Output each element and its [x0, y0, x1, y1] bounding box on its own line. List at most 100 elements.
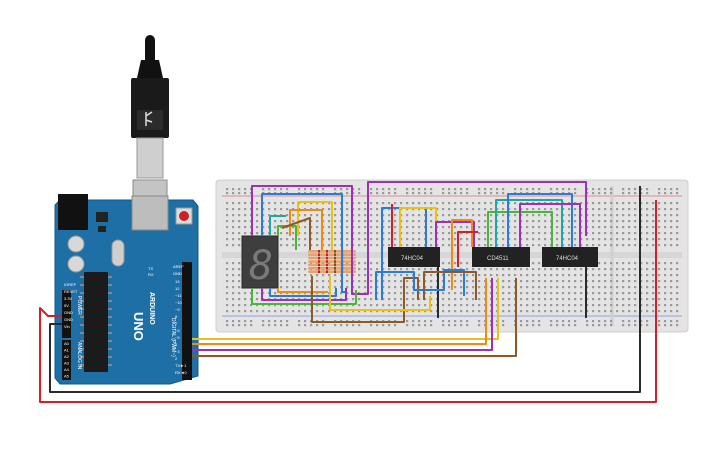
breadboard-hole[interactable]	[646, 274, 649, 277]
breadboard-hole[interactable]	[676, 232, 679, 235]
breadboard-hole[interactable]	[298, 274, 301, 277]
breadboard-hole[interactable]	[406, 244, 409, 247]
breadboard-hole[interactable]	[544, 244, 547, 247]
breadboard-hole[interactable]	[400, 304, 403, 307]
breadboard-hole[interactable]	[268, 188, 271, 191]
breadboard-hole[interactable]	[388, 214, 391, 217]
breadboard-hole[interactable]	[256, 214, 259, 217]
breadboard-hole[interactable]	[658, 208, 661, 211]
breadboard-hole[interactable]	[370, 220, 373, 223]
breadboard-hole[interactable]	[658, 320, 661, 323]
breadboard-hole[interactable]	[586, 274, 589, 277]
breadboard-hole[interactable]	[298, 280, 301, 283]
breadboard-hole[interactable]	[388, 232, 391, 235]
breadboard-hole[interactable]	[376, 208, 379, 211]
breadboard-hole[interactable]	[502, 320, 505, 323]
breadboard-hole[interactable]	[448, 274, 451, 277]
breadboard-hole[interactable]	[484, 244, 487, 247]
breadboard-hole[interactable]	[652, 208, 655, 211]
breadboard-hole[interactable]	[664, 268, 667, 271]
breadboard-hole[interactable]	[568, 280, 571, 283]
resistor[interactable]	[308, 256, 356, 260]
breadboard-hole[interactable]	[574, 208, 577, 211]
breadboard-hole[interactable]	[478, 324, 481, 327]
breadboard-hole[interactable]	[646, 262, 649, 265]
breadboard-hole[interactable]	[646, 244, 649, 247]
breadboard-hole[interactable]	[616, 214, 619, 217]
breadboard-hole[interactable]	[376, 192, 379, 195]
breadboard-hole[interactable]	[610, 214, 613, 217]
breadboard-hole[interactable]	[538, 244, 541, 247]
breadboard-hole[interactable]	[616, 310, 619, 313]
breadboard-hole[interactable]	[268, 324, 271, 327]
breadboard-hole[interactable]	[598, 192, 601, 195]
breadboard-hole[interactable]	[598, 286, 601, 289]
breadboard-hole[interactable]	[652, 310, 655, 313]
breadboard-hole[interactable]	[592, 192, 595, 195]
breadboard-hole[interactable]	[430, 208, 433, 211]
breadboard-hole[interactable]	[358, 262, 361, 265]
breadboard-hole[interactable]	[238, 214, 241, 217]
breadboard-hole[interactable]	[586, 188, 589, 191]
breadboard-hole[interactable]	[424, 292, 427, 295]
breadboard-hole[interactable]	[400, 268, 403, 271]
breadboard-hole[interactable]	[280, 262, 283, 265]
breadboard-hole[interactable]	[538, 232, 541, 235]
breadboard-hole[interactable]	[544, 268, 547, 271]
breadboard-hole[interactable]	[658, 262, 661, 265]
breadboard-hole[interactable]	[526, 232, 529, 235]
breadboard-hole[interactable]	[520, 220, 523, 223]
breadboard-hole[interactable]	[370, 202, 373, 205]
breadboard-hole[interactable]	[412, 268, 415, 271]
breadboard-hole[interactable]	[550, 298, 553, 301]
breadboard-hole[interactable]	[298, 244, 301, 247]
breadboard-hole[interactable]	[232, 220, 235, 223]
breadboard-hole[interactable]	[262, 310, 265, 313]
breadboard-hole[interactable]	[436, 208, 439, 211]
breadboard-hole[interactable]	[472, 286, 475, 289]
breadboard-hole[interactable]	[358, 192, 361, 195]
breadboard-hole[interactable]	[316, 188, 319, 191]
breadboard-hole[interactable]	[376, 280, 379, 283]
breadboard-hole[interactable]	[652, 244, 655, 247]
breadboard-hole[interactable]	[544, 304, 547, 307]
breadboard-hole[interactable]	[562, 280, 565, 283]
breadboard-hole[interactable]	[448, 232, 451, 235]
breadboard-hole[interactable]	[346, 262, 349, 265]
breadboard-hole[interactable]	[568, 214, 571, 217]
breadboard-hole[interactable]	[268, 202, 271, 205]
breadboard-hole[interactable]	[508, 244, 511, 247]
breadboard-hole[interactable]	[334, 226, 337, 229]
breadboard-hole[interactable]	[646, 202, 649, 205]
breadboard-hole[interactable]	[388, 268, 391, 271]
breadboard-hole[interactable]	[334, 262, 337, 265]
breadboard-hole[interactable]	[532, 320, 535, 323]
breadboard-hole[interactable]	[586, 286, 589, 289]
breadboard-hole[interactable]	[676, 226, 679, 229]
breadboard-hole[interactable]	[454, 320, 457, 323]
breadboard-hole[interactable]	[274, 292, 277, 295]
breadboard-hole[interactable]	[658, 304, 661, 307]
breadboard-hole[interactable]	[262, 304, 265, 307]
breadboard-hole[interactable]	[376, 268, 379, 271]
breadboard-hole[interactable]	[376, 304, 379, 307]
breadboard-hole[interactable]	[238, 292, 241, 295]
breadboard-hole[interactable]	[520, 232, 523, 235]
breadboard-hole[interactable]	[634, 320, 637, 323]
breadboard-hole[interactable]	[610, 292, 613, 295]
breadboard-hole[interactable]	[478, 274, 481, 277]
breadboard-hole[interactable]	[514, 232, 517, 235]
breadboard-hole[interactable]	[460, 226, 463, 229]
breadboard-hole[interactable]	[406, 192, 409, 195]
breadboard-hole[interactable]	[298, 324, 301, 327]
breadboard-hole[interactable]	[460, 214, 463, 217]
breadboard-hole[interactable]	[580, 232, 583, 235]
breadboard-hole[interactable]	[586, 280, 589, 283]
breadboard-hole[interactable]	[562, 244, 565, 247]
breadboard-hole[interactable]	[574, 232, 577, 235]
breadboard-hole[interactable]	[652, 268, 655, 271]
breadboard-hole[interactable]	[424, 310, 427, 313]
breadboard-hole[interactable]	[520, 188, 523, 191]
breadboard-hole[interactable]	[274, 324, 277, 327]
breadboard-hole[interactable]	[580, 244, 583, 247]
